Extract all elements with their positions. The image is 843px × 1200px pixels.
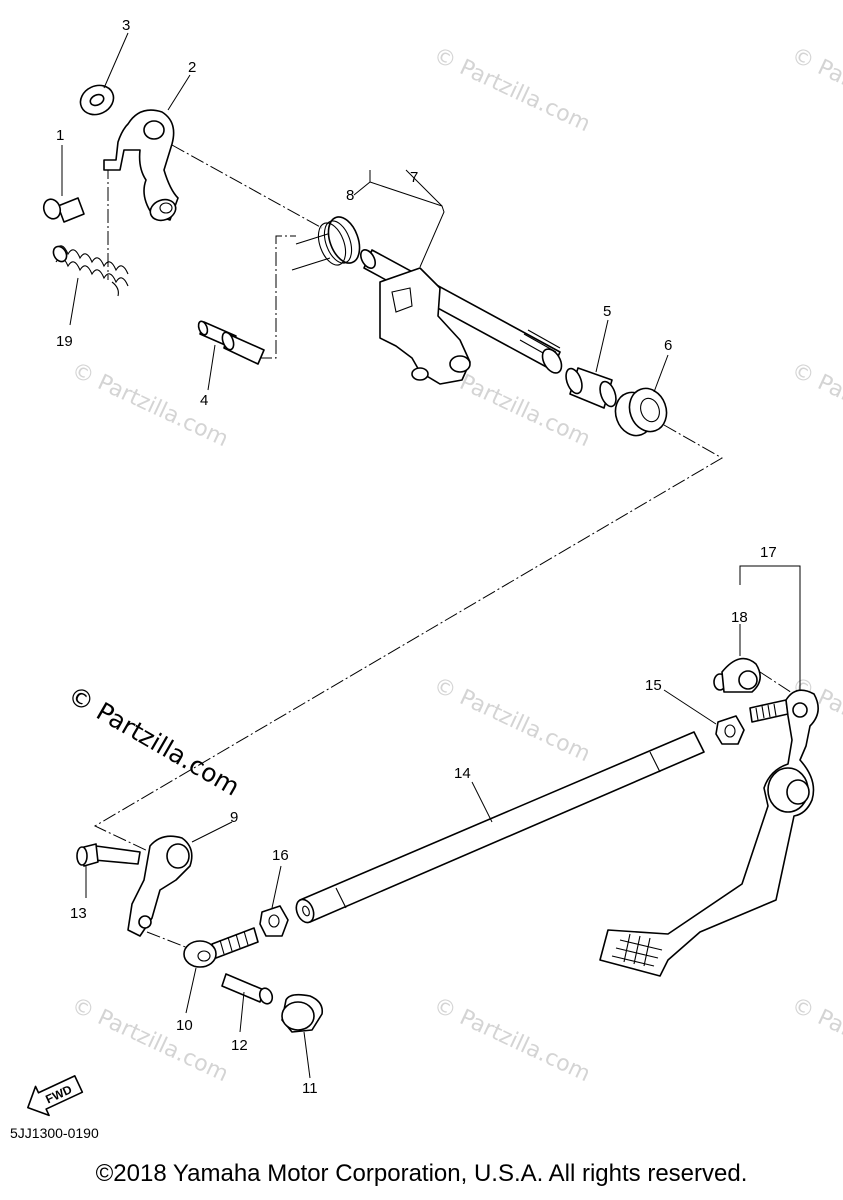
watermark: © Partzilla.com	[429, 993, 593, 1087]
nut-part-16	[259, 905, 289, 937]
callout-1: 1	[56, 127, 64, 144]
callout-9: 9	[230, 809, 238, 826]
callout-3: 3	[122, 17, 130, 34]
callout-13: 13	[70, 905, 87, 922]
watermark: © Partzilla.com	[787, 43, 843, 137]
cap-part	[281, 993, 324, 1033]
torsion-spring-part	[291, 216, 361, 271]
callout-14: 14	[454, 765, 471, 782]
callout-7: 7	[410, 169, 418, 186]
watermark: © Partzilla.com	[787, 993, 843, 1087]
callout-16: 16	[272, 847, 289, 864]
callout-19: 19	[56, 333, 73, 350]
shift-rod-part	[295, 731, 705, 924]
copyright-notice: ©2018 Yamaha Motor Corporation, U.S.A. A…	[95, 1160, 748, 1187]
watermark: © Partzilla.com	[67, 993, 231, 1087]
watermark: © Partzilla.com	[787, 358, 843, 452]
bolt-part	[42, 197, 85, 223]
washer-part	[79, 84, 115, 116]
shift-pedal-part	[599, 689, 819, 977]
shift-arm-part	[127, 835, 193, 937]
callout-4: 4	[200, 392, 208, 409]
callout-15: 15	[645, 677, 662, 694]
watermark: © Partzilla.com	[429, 43, 593, 137]
watermark: © Partzilla.com	[429, 673, 593, 767]
bolt-part-13	[76, 843, 141, 867]
forward-direction-arrow: FWD	[27, 1075, 84, 1117]
leader-lines	[61, 32, 741, 1079]
callout-12: 12	[231, 1037, 248, 1054]
spring-part	[52, 245, 129, 297]
callout-18: 18	[731, 609, 748, 626]
stud-bolt-part	[197, 320, 265, 365]
callout-6: 6	[664, 337, 672, 354]
callout-11: 11	[302, 1080, 318, 1097]
callout-2: 2	[188, 59, 196, 76]
callout-10: 10	[176, 1017, 193, 1034]
watermark-layer: © Partzilla.com © Partzilla.com © Partzi…	[67, 43, 843, 1087]
assembly-lines	[93, 144, 804, 949]
bushing-part	[565, 367, 617, 409]
shift-shaft-part	[359, 249, 563, 385]
callout-labels: 1 2 3 4 5 6 7 8 9 10 11 12 13 14 15 16 1…	[56, 17, 777, 1097]
joint-part	[713, 657, 761, 693]
callout-17: 17	[760, 544, 777, 561]
callout-8: 8	[346, 187, 354, 204]
stopper-lever-part	[103, 109, 179, 222]
nut-part-15	[715, 715, 745, 745]
rod-end-part	[183, 927, 259, 968]
oil-seal-part	[614, 387, 668, 437]
catalog-code: 5JJ1300-0190	[10, 1125, 99, 1141]
group-bracket-17	[739, 565, 801, 690]
callout-5: 5	[603, 303, 611, 320]
bolt-part-12	[221, 973, 274, 1005]
watermark-large: © Partzilla.com	[63, 680, 245, 802]
group-bracket-7	[369, 170, 445, 268]
